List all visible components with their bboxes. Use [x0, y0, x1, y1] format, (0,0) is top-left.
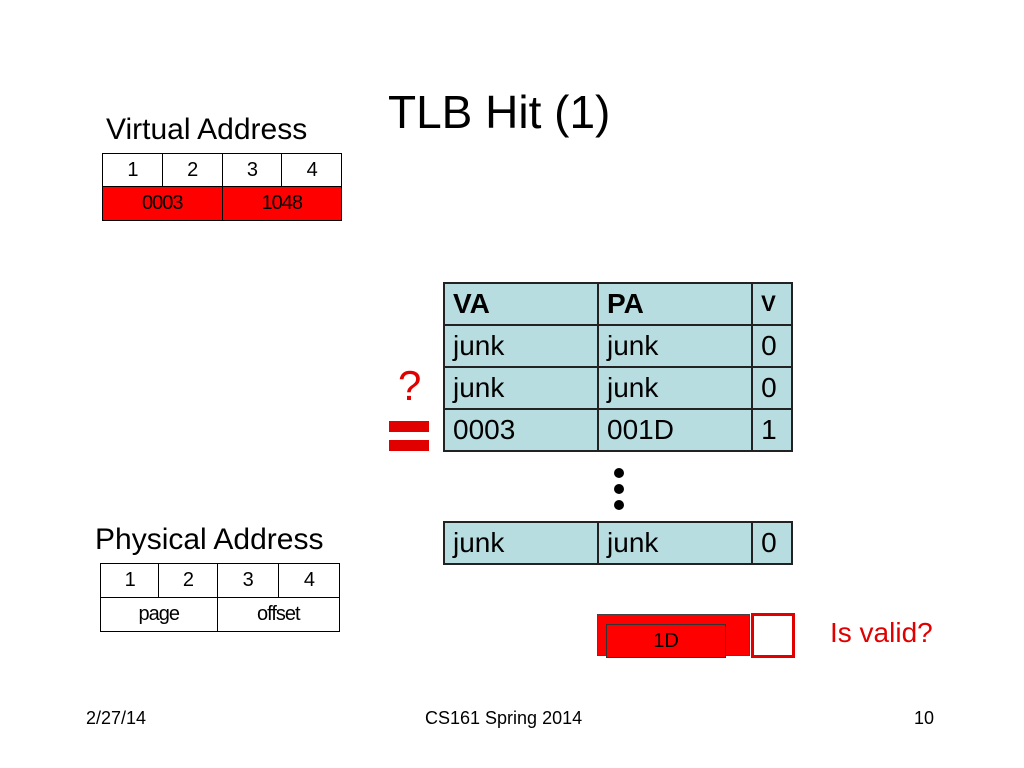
va-byte-4: 4 [281, 153, 342, 187]
pa-byte-4: 4 [277, 563, 341, 598]
footer-course: CS161 Spring 2014 [425, 708, 583, 728]
tlb-cell-va: junk [443, 324, 599, 368]
tlb-cell-va: 0003 [443, 408, 599, 452]
pa-page-field: page [100, 597, 218, 632]
slide-title: TLB Hit (1) [388, 86, 611, 138]
pa-byte-1: 1 [99, 563, 160, 598]
tlb-cell-va: junk [442, 521, 600, 565]
tlb-header-row: VA PA V [443, 282, 793, 326]
physical-address-label: Physical Address [95, 523, 324, 556]
valid-check-box [751, 613, 795, 658]
va-byte-2: 2 [161, 153, 223, 187]
virtual-address-label: Virtual Address [106, 113, 308, 146]
tlb-cell-v: 0 [751, 366, 793, 410]
tlb-cell-pa: 001D [596, 408, 754, 452]
is-valid-label: Is valid? [830, 617, 933, 648]
tlb-header-v: V [751, 282, 793, 326]
va-page-field: 0003 [102, 186, 223, 221]
pa-offset-field: offset [216, 597, 341, 632]
tlb-row: junk junk 0 [442, 521, 793, 565]
tlb-header-va: VA [443, 282, 599, 326]
tlb-row: junk junk 0 [443, 366, 793, 410]
tlb-cell-pa: junk [596, 324, 754, 368]
question-mark: ? [398, 362, 422, 409]
tlb-cell-v: 1 [751, 408, 793, 452]
tlb-cell-pa: junk [596, 366, 754, 410]
tlb-cell-va: junk [443, 366, 599, 410]
tlb-cell-v: 0 [751, 324, 793, 368]
virtual-address-grid: 1 2 3 4 0003 1048 [102, 153, 342, 221]
tlb-row-hit: 0003 001D 1 [443, 408, 793, 452]
tlb-cell-v: 0 [751, 521, 793, 565]
va-byte-3: 3 [221, 153, 283, 187]
tlb-last-row-table: junk junk 0 [442, 521, 793, 565]
pa-byte-2: 2 [158, 563, 218, 598]
footer-date: 2/27/14 [86, 708, 147, 728]
tlb-row: junk junk 0 [443, 324, 793, 368]
footer-page-number: 10 [914, 708, 935, 728]
pa-byte-3: 3 [216, 563, 279, 598]
tlb-header-pa: PA [596, 282, 754, 326]
tlb-table: VA PA V junk junk 0 junk junk 0 0003 001… [443, 282, 793, 452]
pa-result-value: 1D [606, 624, 726, 658]
va-byte-1: 1 [102, 153, 163, 187]
va-offset-field: 1048 [221, 186, 342, 221]
physical-address-grid: 1 2 3 4 page offset [99, 563, 341, 632]
tlb-cell-pa: junk [597, 521, 754, 565]
